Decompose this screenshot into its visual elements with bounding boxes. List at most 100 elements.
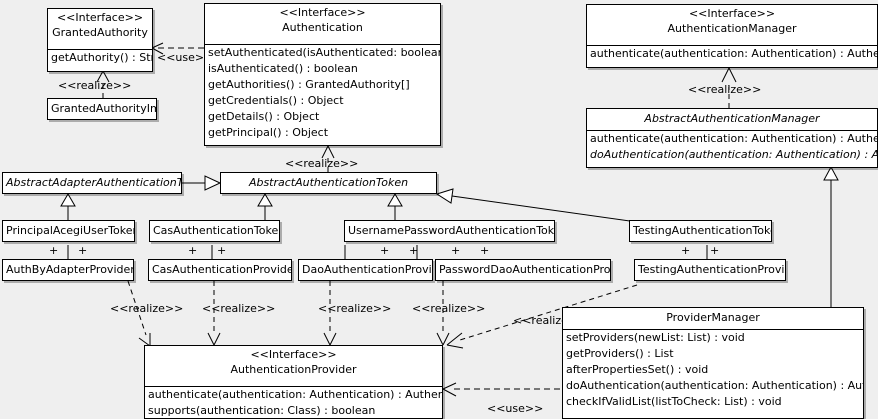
class-name: GrantedAuthority bbox=[52, 26, 148, 39]
multiplicity-plus: + bbox=[409, 244, 419, 257]
class-member: getProviders() : List bbox=[566, 347, 674, 360]
multiplicity-plus: + bbox=[217, 244, 227, 257]
class-header: TestingAuthenticationToken bbox=[630, 221, 771, 241]
edge-label-use-provider-manager: <<use>> bbox=[487, 402, 544, 415]
class-members: authenticate(authentication: Authenticat… bbox=[587, 46, 877, 62]
class-header: AbstractAuthenticationToken bbox=[221, 173, 436, 193]
class-member: isAuthenticated() : boolean bbox=[208, 62, 358, 75]
class-header: <<Interface>> GrantedAuthority bbox=[48, 9, 152, 50]
class-member: authenticate(authentication: Authenticat… bbox=[590, 47, 877, 60]
class-header: CasAuthenticationToken bbox=[150, 221, 279, 241]
class-header: UsernamePasswordAuthenticationToken bbox=[345, 221, 554, 241]
multiplicity-plus: + bbox=[451, 244, 461, 257]
class-dao-authentication-provider[interactable]: DaoAuthenticationProvider bbox=[298, 259, 433, 281]
class-header: GrantedAuthorityImpl bbox=[48, 99, 156, 119]
class-member: doAuthentication(authentication: Authent… bbox=[590, 148, 877, 161]
class-header: ProviderManager bbox=[563, 308, 863, 330]
class-member: setAuthenticated(isAuthenticated: boolea… bbox=[208, 46, 440, 59]
multiplicity-plus: + bbox=[49, 244, 59, 257]
class-member: getCredentials() : Object bbox=[208, 94, 344, 107]
class-username-password-authentication-token[interactable]: UsernamePasswordAuthenticationToken bbox=[344, 220, 555, 242]
class-name: CasAuthenticationProvider bbox=[152, 263, 291, 276]
class-name: Authentication bbox=[282, 21, 363, 34]
class-testing-authentication-provider[interactable]: TestingAuthenticationProvider bbox=[634, 259, 786, 281]
class-granted-authority[interactable]: <<Interface>> GrantedAuthority getAuthor… bbox=[47, 8, 153, 72]
class-name: PrincipalAcegiUserToken bbox=[6, 224, 134, 237]
class-members: setProviders(newList: List) : void getPr… bbox=[563, 330, 863, 410]
class-member: getAuthorities() : GrantedAuthority[] bbox=[208, 78, 410, 91]
edge-label-realize-abstract-authentication-token: <<realize>> bbox=[285, 157, 359, 170]
class-header: AuthByAdapterProvider bbox=[3, 260, 133, 280]
class-provider-manager[interactable]: ProviderManager setProviders(newList: Li… bbox=[562, 307, 864, 419]
stereotype-label: <<Interface>> bbox=[56, 11, 144, 24]
multiplicity-plus: + bbox=[710, 244, 720, 257]
class-member: checkIfValidList(listToCheck: List) : vo… bbox=[566, 395, 782, 408]
class-header: DaoAuthenticationProvider bbox=[299, 260, 432, 280]
class-abstract-authentication-manager[interactable]: AbstractAuthenticationManager authentica… bbox=[586, 108, 878, 168]
multiplicity-plus: + bbox=[78, 244, 88, 257]
edge-label-realize-password-dao-authentication-provider: <<realize>> bbox=[412, 302, 486, 315]
class-name: AuthenticationProvider bbox=[230, 363, 357, 376]
class-name: UsernamePasswordAuthenticationToken bbox=[348, 224, 554, 237]
class-member: setProviders(newList: List) : void bbox=[566, 331, 745, 344]
class-abstract-adapter-authentication-token[interactable]: AbstractAdapterAuthenticationToken bbox=[2, 172, 182, 194]
class-members: authenticate(authentication: Authenticat… bbox=[587, 131, 877, 163]
class-header: PrincipalAcegiUserToken bbox=[3, 221, 134, 241]
class-members: setAuthenticated(isAuthenticated: boolea… bbox=[205, 45, 440, 141]
class-name: AbstractAuthenticationToken bbox=[248, 176, 409, 189]
class-name: TestingAuthenticationToken bbox=[633, 224, 771, 237]
class-name: TestingAuthenticationProvider bbox=[638, 263, 785, 276]
class-name: AbstractAuthenticationManager bbox=[644, 112, 820, 125]
multiplicity-plus: + bbox=[188, 244, 198, 257]
class-members: authenticate(authentication: Authenticat… bbox=[145, 387, 442, 418]
class-member: supports(authentication: Class) : boolea… bbox=[148, 404, 376, 417]
class-name: AuthenticationManager bbox=[667, 22, 797, 35]
class-header: <<Interface>> AuthenticationProvider bbox=[145, 346, 442, 387]
stereotype-label: <<Interface>> bbox=[279, 6, 366, 19]
class-member: authenticate(authentication: Authenticat… bbox=[590, 132, 877, 145]
class-testing-authentication-token[interactable]: TestingAuthenticationToken bbox=[629, 220, 772, 242]
class-header: <<Interface>> AuthenticationManager bbox=[587, 5, 877, 46]
class-principal-acegi-user-token[interactable]: PrincipalAcegiUserToken bbox=[2, 220, 135, 242]
stereotype-label: <<Interface>> bbox=[688, 7, 776, 20]
multiplicity-plus: + bbox=[480, 244, 490, 257]
edge-label-realize-granted-authority-impl: <<realize>> bbox=[58, 79, 132, 92]
class-header: PasswordDaoAuthenticationProvider bbox=[436, 260, 610, 280]
class-granted-authority-impl[interactable]: GrantedAuthorityImpl bbox=[47, 98, 157, 120]
class-member: getAuthority() : String bbox=[51, 51, 152, 64]
class-abstract-authentication-token[interactable]: AbstractAuthenticationToken bbox=[220, 172, 437, 194]
multiplicity-plus: + bbox=[681, 244, 691, 257]
multiplicity-plus: + bbox=[380, 244, 390, 257]
edge-label-realize-auth-by-adapter-provider: <<realize>> bbox=[110, 302, 184, 315]
class-name: CasAuthenticationToken bbox=[153, 224, 279, 237]
class-member: getDetails() : Object bbox=[208, 110, 320, 123]
class-authentication[interactable]: <<Interface>> Authentication setAuthenti… bbox=[204, 3, 441, 146]
class-member: authenticate(authentication: Authenticat… bbox=[148, 388, 442, 401]
edge-label-realize-abstract-authentication-manager: <<realize>> bbox=[688, 83, 762, 96]
class-name: GrantedAuthorityImpl bbox=[51, 102, 156, 115]
class-cas-authentication-provider[interactable]: CasAuthenticationProvider bbox=[148, 259, 292, 281]
class-header: TestingAuthenticationProvider bbox=[635, 260, 785, 280]
class-member: afterPropertiesSet() : void bbox=[566, 363, 709, 376]
class-name: DaoAuthenticationProvider bbox=[302, 263, 432, 276]
edge-label-realize-cas-authentication-provider: <<realize>> bbox=[202, 302, 276, 315]
class-member: doAuthentication(authentication: Authent… bbox=[566, 379, 863, 392]
class-name: ProviderManager bbox=[666, 311, 760, 324]
class-auth-by-adapter-provider[interactable]: AuthByAdapterProvider bbox=[2, 259, 134, 281]
class-header: AbstractAdapterAuthenticationToken bbox=[3, 173, 181, 193]
class-cas-authentication-token[interactable]: CasAuthenticationToken bbox=[149, 220, 280, 242]
class-header: <<Interface>> Authentication bbox=[205, 4, 440, 45]
class-header: CasAuthenticationProvider bbox=[149, 260, 291, 280]
class-header: AbstractAuthenticationManager bbox=[587, 109, 877, 131]
class-password-dao-authentication-provider[interactable]: PasswordDaoAuthenticationProvider bbox=[435, 259, 611, 281]
class-name: AuthByAdapterProvider bbox=[6, 263, 133, 276]
stereotype-label: <<Interface>> bbox=[250, 348, 337, 361]
class-member: getPrincipal() : Object bbox=[208, 126, 329, 139]
class-authentication-provider[interactable]: <<Interface>> AuthenticationProvider aut… bbox=[144, 345, 443, 419]
class-members: getAuthority() : String bbox=[48, 50, 152, 66]
class-authentication-manager[interactable]: <<Interface>> AuthenticationManager auth… bbox=[586, 4, 878, 68]
class-name: PasswordDaoAuthenticationProvider bbox=[439, 263, 610, 276]
edge-label-use-authentication-granted-authority: <<use>> bbox=[157, 51, 214, 64]
class-name: AbstractAdapterAuthenticationToken bbox=[6, 176, 181, 189]
